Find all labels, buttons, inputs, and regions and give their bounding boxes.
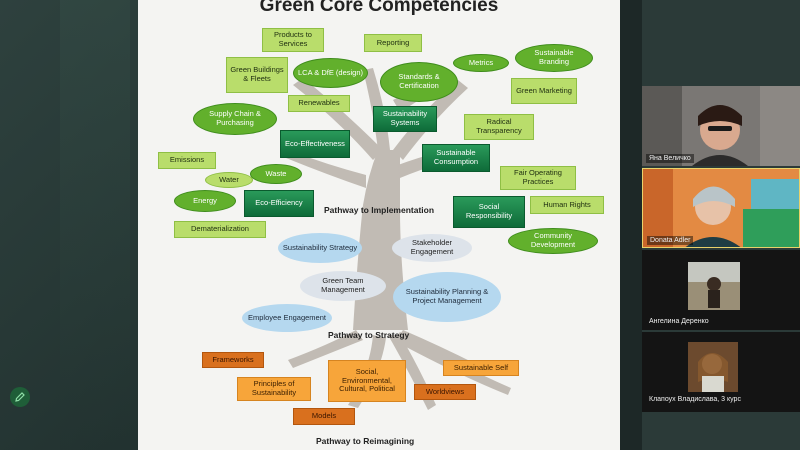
participant-tile-3[interactable]: Ангелина Деренко [642,250,800,330]
node-energy: Energy [174,190,236,212]
participant-1-video-icon [642,86,800,166]
node-social-environmental: Social, Environmental, Cultural, Politic… [328,360,406,402]
node-dematerialization: Dematerialization [174,221,266,238]
node-sustainability-systems: Sustainability Systems [373,106,437,132]
participant-3-name: Ангелина Деренко [649,318,709,325]
annotate-button[interactable] [10,387,30,407]
node-models: Models [293,408,355,425]
participant-tile-4[interactable]: Клапоух Владислава, 3 курс [642,332,800,412]
node-sustainability-strategy: Sustainability Strategy [278,233,362,263]
participant-1-name: Яна Величко [646,154,694,163]
node-social-responsibility: Social Responsibility [453,196,525,228]
node-stakeholder-engagement: Stakeholder Engagement [392,234,472,262]
video-background-gap [620,0,642,450]
node-waste: Waste [250,164,302,184]
node-community-development: Community Development [508,228,598,254]
node-sustainable-self: Sustainable Self [443,360,519,376]
participant-4-avatar [642,332,800,412]
node-frameworks: Frameworks [202,352,264,368]
node-eco-efficiency: Eco-Efficiency [244,190,314,217]
node-water: Water [205,172,253,188]
node-renewables: Renewables [288,95,350,112]
node-reporting: Reporting [364,34,422,52]
node-sustainable-consumption: Sustainable Consumption [422,144,490,172]
node-fair-operating-practices: Fair Operating Practices [500,166,576,190]
node-worldviews: Worldviews [414,384,476,400]
participant-4-name: Клапоух Владислава, 3 курс [649,396,741,403]
participant-2-video-icon [643,169,799,247]
node-eco-effectiveness: Eco-Effectiveness [280,130,350,158]
node-supply-chain: Supply Chain & Purchasing [193,103,277,135]
participant-tile-1[interactable]: Яна Величко [642,86,800,166]
node-employee-engagement: Employee Engagement [242,304,332,332]
pencil-icon [15,392,25,402]
node-green-buildings-fleets: Green Buildings & Fleets [226,57,288,93]
node-planning-project-management: Sustainability Planning & Project Manage… [393,272,501,322]
node-sustainable-branding: Sustainable Branding [515,44,593,72]
node-radical-transparency: Radical Transparency [464,114,534,140]
shared-slide: Green Core Competencies Products to Serv… [138,0,620,450]
pathway-implementation-label: Pathway to Implementation [324,205,435,215]
pathway-reimagining-label: Pathway to Reimagining [316,436,415,446]
video-background-left [0,0,138,450]
pathway-strategy-label: Pathway to Strategy [328,330,410,340]
node-standards-certification: Standards & Certification [380,62,458,102]
node-human-rights: Human Rights [530,196,604,214]
node-green-team-management: Green Team Management [300,271,386,301]
participant-2-name: Donata Adler [647,236,694,245]
node-green-marketing: Green Marketing [511,78,577,104]
node-principles-of-sustainability: Principles of Sustainability [237,377,311,401]
slide-title: Green Core Competencies [259,0,499,16]
participant-tile-2[interactable]: Donata Adler [642,168,800,248]
participant-3-avatar [642,250,800,330]
node-lca-dfe: LCA & DfE (design) [293,58,368,88]
node-emissions: Emissions [158,152,216,169]
node-metrics: Metrics [453,54,509,72]
node-products-to-services: Products to Services [262,28,324,52]
